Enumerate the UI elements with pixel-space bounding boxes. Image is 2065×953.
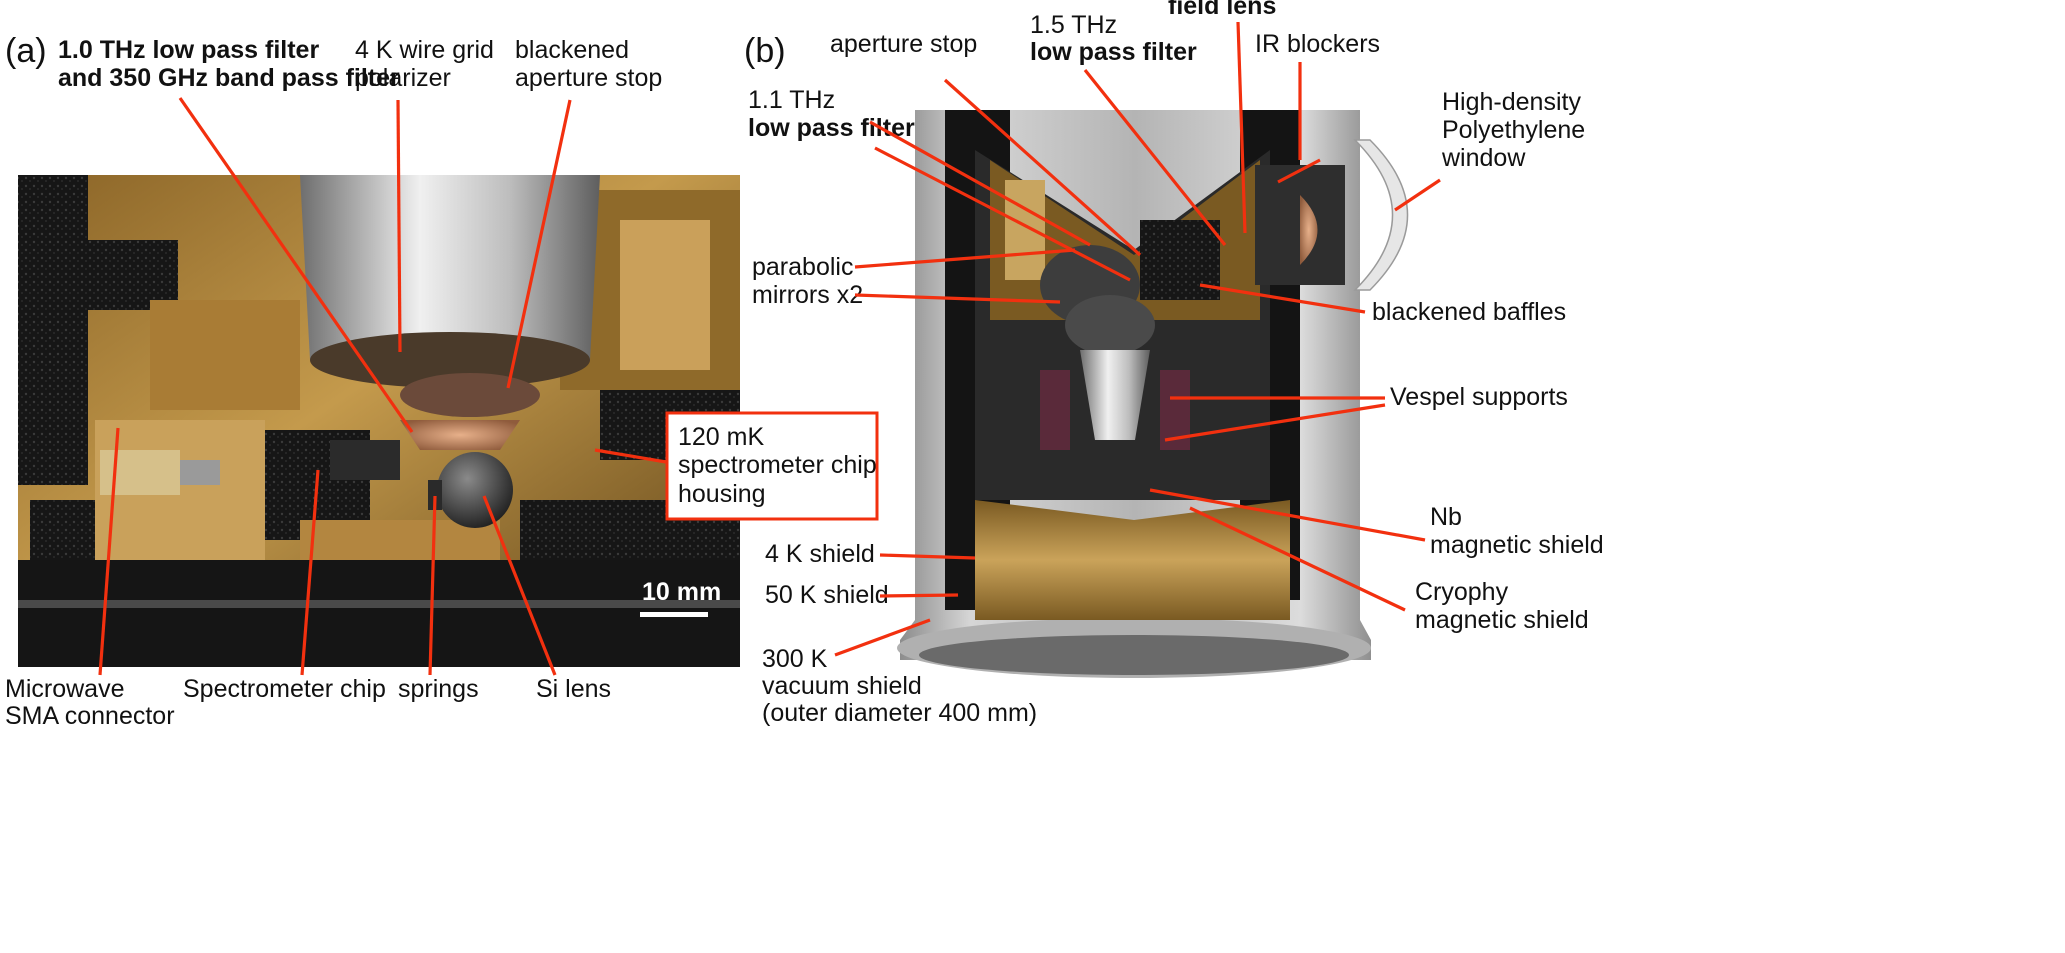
label-springs: springs [398,675,479,703]
housing-callout-box [665,411,879,521]
label-housing-line3: housing [678,480,766,508]
label-filters-line2: and 350 GHz band pass filter [58,64,400,92]
label-polarizer-line2: polarizer [355,64,451,92]
label-lpf11-line1: 1.1 THz [748,86,835,114]
label-polarizer-line1: 4 K wire grid [355,36,494,64]
label-lens: Si lens [536,675,611,703]
label-baffles: blackened baffles [1372,298,1566,326]
label-chip: Spectrometer chip [183,675,386,703]
label-aperture-line2: aperture stop [515,64,662,92]
label-nb-line2: magnetic shield [1430,531,1604,559]
label-mirrors-line2: mirrors x2 [752,281,863,309]
panel-b-letter: (b) [744,32,786,70]
panel-a-render [18,175,740,667]
label-window-line1: High-density [1442,88,1581,116]
label-window-line2: Polyethylene [1442,116,1585,144]
label-housing-line1: 120 mK [678,423,764,451]
label-cryophy-line2: magnetic shield [1415,606,1589,634]
label-sma-line2: SMA connector [5,702,175,730]
label-filters-line1: 1.0 THz low pass filter [58,36,319,64]
label-field-lens: field lens [1168,0,1276,20]
label-housing-line2: spectrometer chip [678,451,877,479]
label-aperture-stop: aperture stop [830,30,977,58]
label-aperture-line1: blackened [515,36,629,64]
label-vacuum-line2: vacuum shield [762,672,922,700]
label-mirrors-line1: parabolic [752,253,853,281]
label-nb-line1: Nb [1430,503,1462,531]
label-vacuum-line1: 300 K [762,645,828,673]
label-vespel: Vespel supports [1390,383,1568,411]
panel-a-leaders [98,97,667,676]
label-shield4k: 4 K shield [765,540,875,568]
panel-b-render [897,110,1409,678]
panel-a-letter: (a) [5,32,47,70]
label-lpf11-line2: low pass filter [748,114,915,142]
label-vacuum-line3: (outer diameter 400 mm) [762,699,1037,727]
label-lpf15-line2: low pass filter [1030,38,1197,66]
label-sma-line1: Microwave [5,675,124,703]
scale-bar [640,612,708,617]
label-window-line3: window [1441,144,1526,172]
scale-bar-label: 10 mm [642,578,721,606]
label-ir-blockers: IR blockers [1255,30,1380,58]
panel-b-leaders [834,21,1441,657]
label-lpf15-line1: 1.5 THz [1030,11,1117,39]
label-cryophy-line1: Cryophy [1415,578,1509,606]
label-shield50k: 50 K shield [765,581,889,609]
